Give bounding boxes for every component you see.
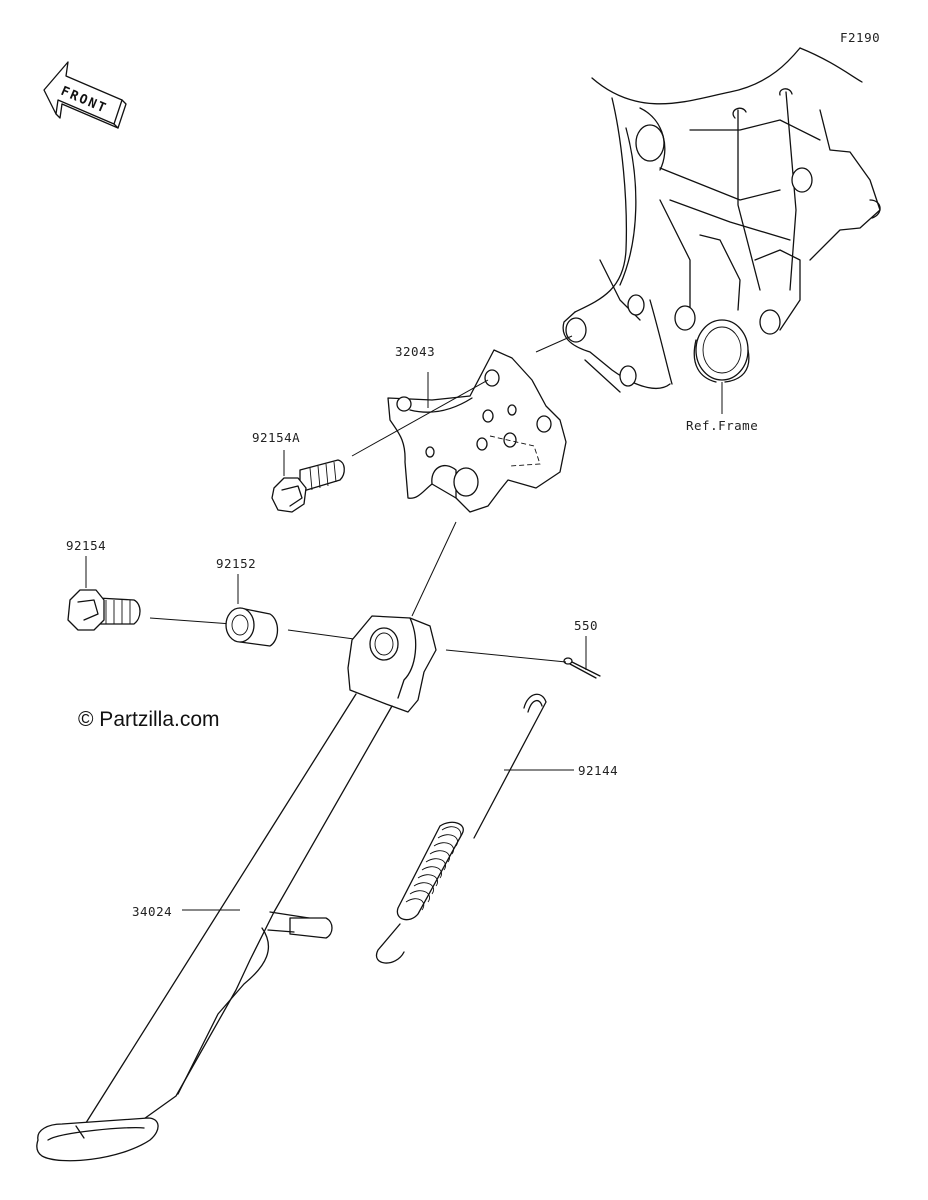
part-number-550: 550 [574,618,598,633]
copyright-text: © Partzilla.com [78,708,220,731]
figure-code: F2190 [840,30,880,45]
bolt-92154 [67,589,141,631]
side-stand-34024 [36,615,437,1162]
part-number-92154: 92154 [66,538,106,553]
bracket-32043 [387,349,567,513]
part-number-34024: 34024 [132,904,172,919]
part-number-92152: 92152 [216,556,256,571]
part-number-32043: 32043 [395,344,435,359]
collar-92152 [225,607,279,647]
cotter-pin-550 [563,657,601,679]
ref-frame-label: Ref.Frame [686,418,758,433]
front-arrow-icon: FRONT [43,61,127,129]
part-number-92144: 92144 [578,763,618,778]
part-number-92154A: 92154A [252,430,300,445]
bolt-92154A [271,459,345,513]
spring-92144 [375,693,547,964]
frame-reference-drawing [562,47,881,393]
